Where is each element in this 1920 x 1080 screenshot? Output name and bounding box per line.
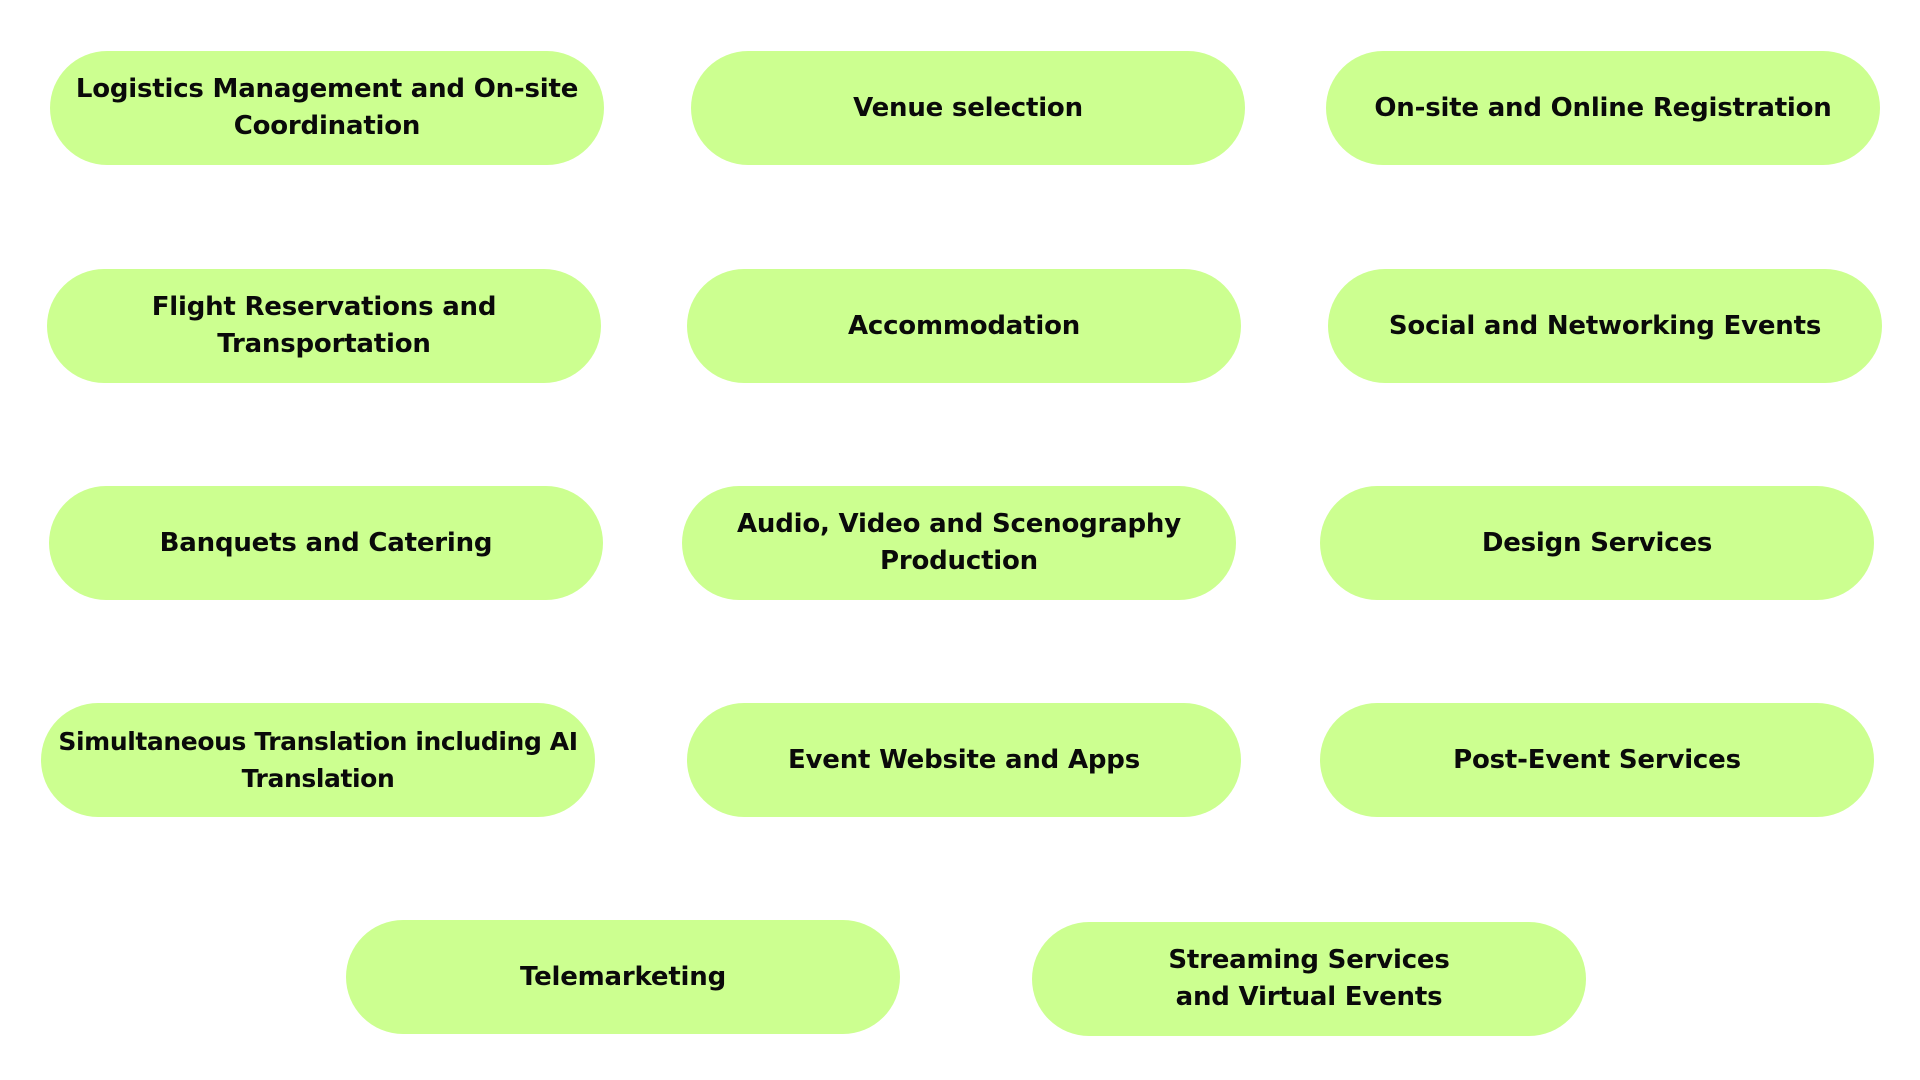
service-label-line: On-site and Online Registration [1374, 92, 1832, 123]
service-label-line: Transportation [217, 329, 431, 359]
service-label: Streaming Services and Virtual Events [1168, 942, 1449, 1016]
service-label-line: Simultaneous Translation including AI [58, 727, 578, 756]
service-label: On-site and Online Registration [1374, 90, 1831, 127]
service-pill-registration[interactable]: On-site and Online Registration [1326, 51, 1880, 165]
service-pill-flight-reservations[interactable]: Flight Reservations and Transportation [47, 269, 601, 383]
service-label-line: Accommodation [847, 310, 1081, 341]
service-pill-banquets-catering[interactable]: Banquets and Catering [49, 486, 603, 600]
service-label-line: Streaming Services [1168, 945, 1450, 975]
service-label-line: Translation [241, 764, 395, 793]
service-label: Banquets and Catering [160, 525, 493, 562]
service-label-line: Audio, Video and Scenography [737, 509, 1181, 539]
service-label-line: Post-Event Services [1453, 744, 1741, 775]
service-label: Audio, Video and Scenography Production [737, 506, 1181, 580]
service-pill-simultaneous-translation[interactable]: Simultaneous Translation including AI Tr… [41, 703, 595, 817]
service-label: Social and Networking Events [1389, 308, 1821, 345]
service-label-line: and Virtual Events [1175, 982, 1443, 1012]
service-pill-logistics-management[interactable]: Logistics Management and On-site Coordin… [50, 51, 604, 165]
service-pill-post-event[interactable]: Post-Event Services [1320, 703, 1874, 817]
service-label-line: Flight Reservations and [151, 292, 497, 322]
service-label: Simultaneous Translation including AI Tr… [58, 723, 578, 797]
service-pill-accommodation[interactable]: Accommodation [687, 269, 1241, 383]
service-label-line: Logistics Management and On-site [75, 74, 579, 104]
service-label-line: Coordination [233, 111, 421, 141]
service-label: Venue selection [853, 90, 1083, 127]
service-label-line: Social and Networking Events [1388, 310, 1822, 341]
service-pill-social-networking[interactable]: Social and Networking Events [1328, 269, 1882, 383]
service-pill-audio-video-production[interactable]: Audio, Video and Scenography Production [682, 486, 1236, 600]
service-label: Post-Event Services [1453, 742, 1741, 779]
service-pill-streaming-virtual-events[interactable]: Streaming Services and Virtual Events [1032, 922, 1586, 1036]
service-label: Logistics Management and On-site Coordin… [75, 71, 579, 145]
service-pill-venue-selection[interactable]: Venue selection [691, 51, 1245, 165]
service-label-line: Banquets and Catering [159, 527, 493, 558]
service-label-line: Event Website and Apps [788, 744, 1140, 775]
service-pill-event-website-apps[interactable]: Event Website and Apps [687, 703, 1241, 817]
service-label-line: Telemarketing [519, 961, 726, 992]
service-label: Design Services [1481, 525, 1713, 562]
service-pill-telemarketing[interactable]: Telemarketing [346, 920, 900, 1034]
service-label-line: Design Services [1481, 527, 1713, 558]
service-label: Accommodation [848, 308, 1080, 345]
service-label: Event Website and Apps [788, 742, 1140, 779]
service-label: Flight Reservations and Transportation [152, 289, 497, 363]
service-label-line: Venue selection [853, 92, 1083, 123]
service-label-line: Production [880, 546, 1038, 576]
service-pill-design-services[interactable]: Design Services [1320, 486, 1874, 600]
service-label: Telemarketing [520, 959, 726, 996]
